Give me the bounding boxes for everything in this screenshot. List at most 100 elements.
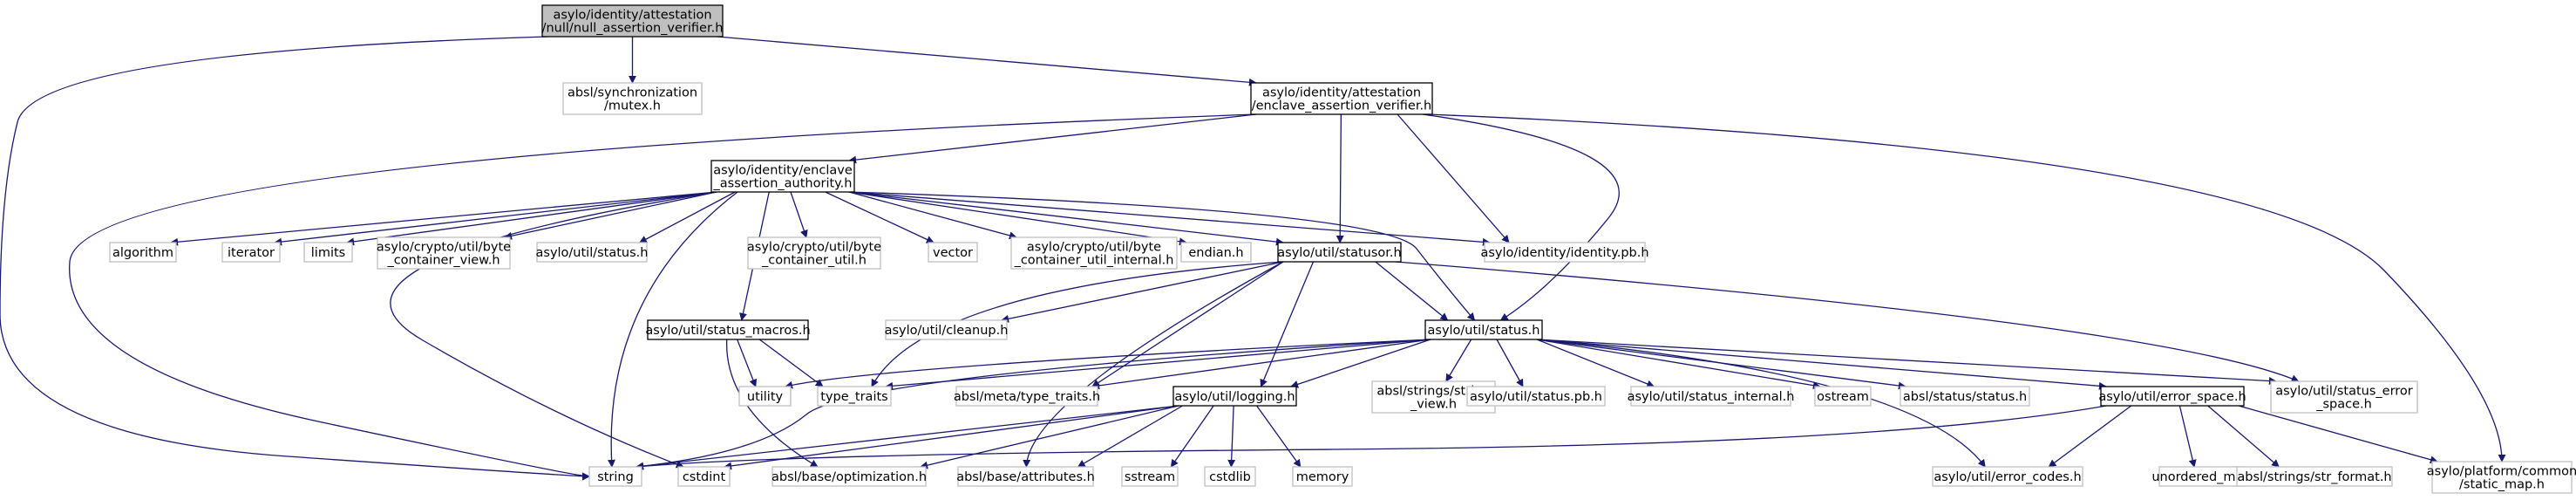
include-edge-logging-to-cstdint — [724, 405, 1179, 470]
include-edge-statusor-to-cleanup — [1001, 261, 1284, 323]
node-label: absl/base/attributes.h — [956, 470, 1095, 484]
node-endian: endian.h — [1180, 242, 1252, 263]
include-edge-root-to-eav — [717, 36, 1257, 86]
node-label: limits — [311, 246, 345, 260]
node-bcutilint: asylo/crypto/util/byte_container_util_in… — [1010, 236, 1178, 270]
node-string: string — [588, 466, 642, 487]
node-identitypb: asylo/identity/identity.pb.h — [1480, 242, 1649, 263]
node-optim: absl/base/optimization.h — [771, 466, 927, 487]
node-box — [710, 160, 855, 193]
include-edge-eav-to-status — [1422, 113, 1620, 321]
include-edge-logging-to-cstdlib — [1227, 405, 1236, 468]
include-edge-statusor-to-typetraits — [871, 261, 1284, 387]
include-edge-status-to-strview — [1445, 339, 1472, 382]
node-box — [562, 82, 703, 115]
node-iterator: iterator — [221, 242, 281, 263]
node-box — [1424, 319, 1543, 340]
node-box — [536, 242, 648, 263]
include-edge-eaa-to-bcutilint — [848, 191, 1017, 240]
node-label: cstdint — [683, 470, 726, 484]
node-eav[interactable]: asylo/identity/attestation/enclave_asser… — [1250, 82, 1433, 115]
node-label: /static_map.h — [2459, 478, 2545, 492]
node-box — [817, 386, 892, 407]
include-edge-status-to-ostream — [1536, 339, 1821, 390]
node-label: /enclave_assertion_verifier.h — [1252, 99, 1432, 113]
node-box — [955, 386, 1098, 407]
node-box — [1932, 466, 2083, 487]
node-eaa[interactable]: asylo/identity/enclave_assertion_authori… — [710, 160, 855, 193]
node-cstdlib: cstdlib — [1204, 466, 1256, 487]
include-edge-statusor-to-attrs — [1023, 261, 1284, 468]
node-status[interactable]: asylo/util/status.h — [1424, 319, 1543, 340]
node-label: type_traits — [820, 390, 887, 404]
node-macros[interactable]: asylo/util/status_macros.h — [645, 319, 811, 340]
node-box — [1814, 386, 1872, 407]
node-bcutil: asylo/crypto/util/byte_container_util.h — [747, 236, 881, 270]
node-box — [957, 466, 1094, 487]
node-box — [377, 236, 511, 270]
include-edge-logging-to-sstream — [1170, 405, 1214, 468]
node-box — [1121, 466, 1179, 487]
node-box — [1630, 386, 1791, 407]
node-label: _space.h — [2315, 398, 2372, 412]
node-label: asylo/util/cleanup.h — [885, 324, 1009, 338]
node-label: endian.h — [1188, 246, 1243, 260]
node-sstream: sstream — [1121, 466, 1179, 487]
node-label: absl/base/optimization.h — [771, 470, 927, 484]
node-box — [1484, 242, 1646, 263]
include-edge-eaa-to-cstdint — [390, 191, 717, 469]
include-edge-eaa-to-status — [848, 191, 1476, 321]
node-label: asylo/util/logging.h — [1174, 390, 1295, 404]
node-errcodes: asylo/util/error_codes.h — [1932, 466, 2083, 487]
include-edge-eaa-to-endian — [848, 191, 1187, 246]
include-edge-eaa-to-algorithm — [170, 191, 717, 246]
include-edge-statusor-to-status — [1375, 261, 1449, 321]
node-box — [2100, 386, 2245, 407]
node-statusor[interactable]: asylo/util/statusor.h — [1277, 242, 1402, 263]
node-label: asylo/util/status_error — [2275, 385, 2413, 399]
node-box — [1292, 466, 1353, 487]
node-logging[interactable]: asylo/util/logging.h — [1172, 386, 1297, 407]
include-edge-errspace-to-umap — [2178, 405, 2197, 468]
node-mutex: absl/synchronization/mutex.h — [562, 82, 703, 115]
node-box — [677, 466, 731, 487]
include-edge-status-to-errspace — [1536, 339, 2107, 390]
node-label: vector — [933, 246, 973, 260]
node-errspace[interactable]: asylo/util/error_space.h — [2098, 386, 2246, 407]
include-edge-logging-to-attrs — [1077, 405, 1183, 468]
node-box — [647, 319, 809, 340]
node-box — [1010, 236, 1178, 270]
node-memory: memory — [1292, 466, 1353, 487]
node-cstdint: cstdint — [677, 466, 731, 487]
include-edge-macros-to-typetraits — [758, 339, 824, 387]
node-box — [2270, 380, 2418, 414]
node-label: /null/null_assertion_verifier.h — [542, 22, 724, 36]
include-edge-status-to-metatt — [1091, 339, 1431, 390]
node-box — [1172, 386, 1297, 407]
node-label: algorithm — [112, 246, 173, 260]
include-edge-eaa-to-string — [608, 191, 738, 468]
node-label: absl/strings/str_format.h — [2237, 470, 2391, 484]
include-edge-statusor-to-metatt — [1091, 261, 1284, 387]
node-box — [1900, 386, 2030, 407]
node-box — [738, 386, 792, 407]
include-edge-statusor-to-errspaceint — [1395, 261, 2300, 382]
node-statusint: asylo/util/status_internal.h — [1628, 386, 1794, 407]
include-edge-eaa-to-bcutil — [790, 191, 808, 238]
node-label: unordered_map — [2151, 470, 2251, 484]
node-ostream: ostream — [1814, 386, 1872, 407]
node-box — [2236, 466, 2393, 487]
node-box — [1277, 242, 1402, 263]
node-box — [221, 242, 281, 263]
include-edge-logging-to-string — [636, 405, 1179, 470]
node-box — [109, 242, 177, 263]
node-label: cstdlib — [1209, 470, 1251, 484]
include-edge-macros-to-optim — [726, 339, 819, 468]
node-box — [541, 4, 724, 38]
include-edge-eav-to-eaa — [848, 113, 1257, 164]
node-box — [747, 236, 881, 270]
node-limits: limits — [303, 242, 353, 263]
include-edge-eaa-to-vector — [825, 191, 935, 243]
node-cleanup: asylo/util/cleanup.h — [885, 319, 1009, 340]
